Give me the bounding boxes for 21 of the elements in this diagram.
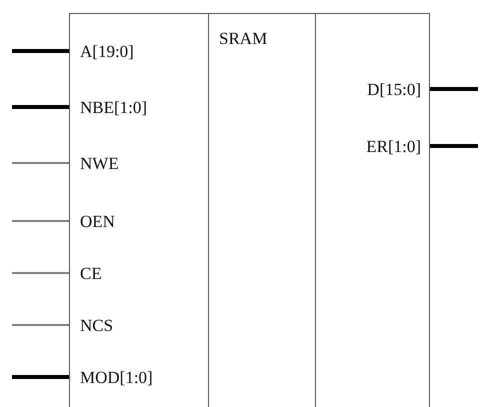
pin-name: OEN bbox=[80, 212, 115, 232]
pin-name: D[15:0] bbox=[367, 80, 421, 100]
pin-line bbox=[12, 49, 69, 53]
pin-line bbox=[12, 162, 69, 164]
block-section bbox=[315, 13, 430, 407]
pin-line bbox=[12, 220, 69, 222]
pin-line bbox=[430, 87, 478, 91]
pin-line bbox=[430, 144, 478, 148]
block-section bbox=[69, 13, 209, 407]
pin-line bbox=[12, 324, 69, 326]
pin-name: NWE bbox=[80, 154, 119, 174]
pin-name: CE bbox=[80, 264, 102, 284]
pin-name: NCS bbox=[80, 316, 114, 336]
pin-name: ER[1:0] bbox=[366, 137, 421, 157]
pin-name: A[19:0] bbox=[80, 42, 134, 62]
pin-line bbox=[12, 375, 69, 379]
pin-name: MOD[1:0] bbox=[80, 368, 153, 388]
block-name: SRAM bbox=[219, 29, 268, 49]
pin-line bbox=[12, 105, 69, 109]
pin-name: NBE[1:0] bbox=[80, 98, 148, 118]
pin-line bbox=[12, 272, 69, 274]
